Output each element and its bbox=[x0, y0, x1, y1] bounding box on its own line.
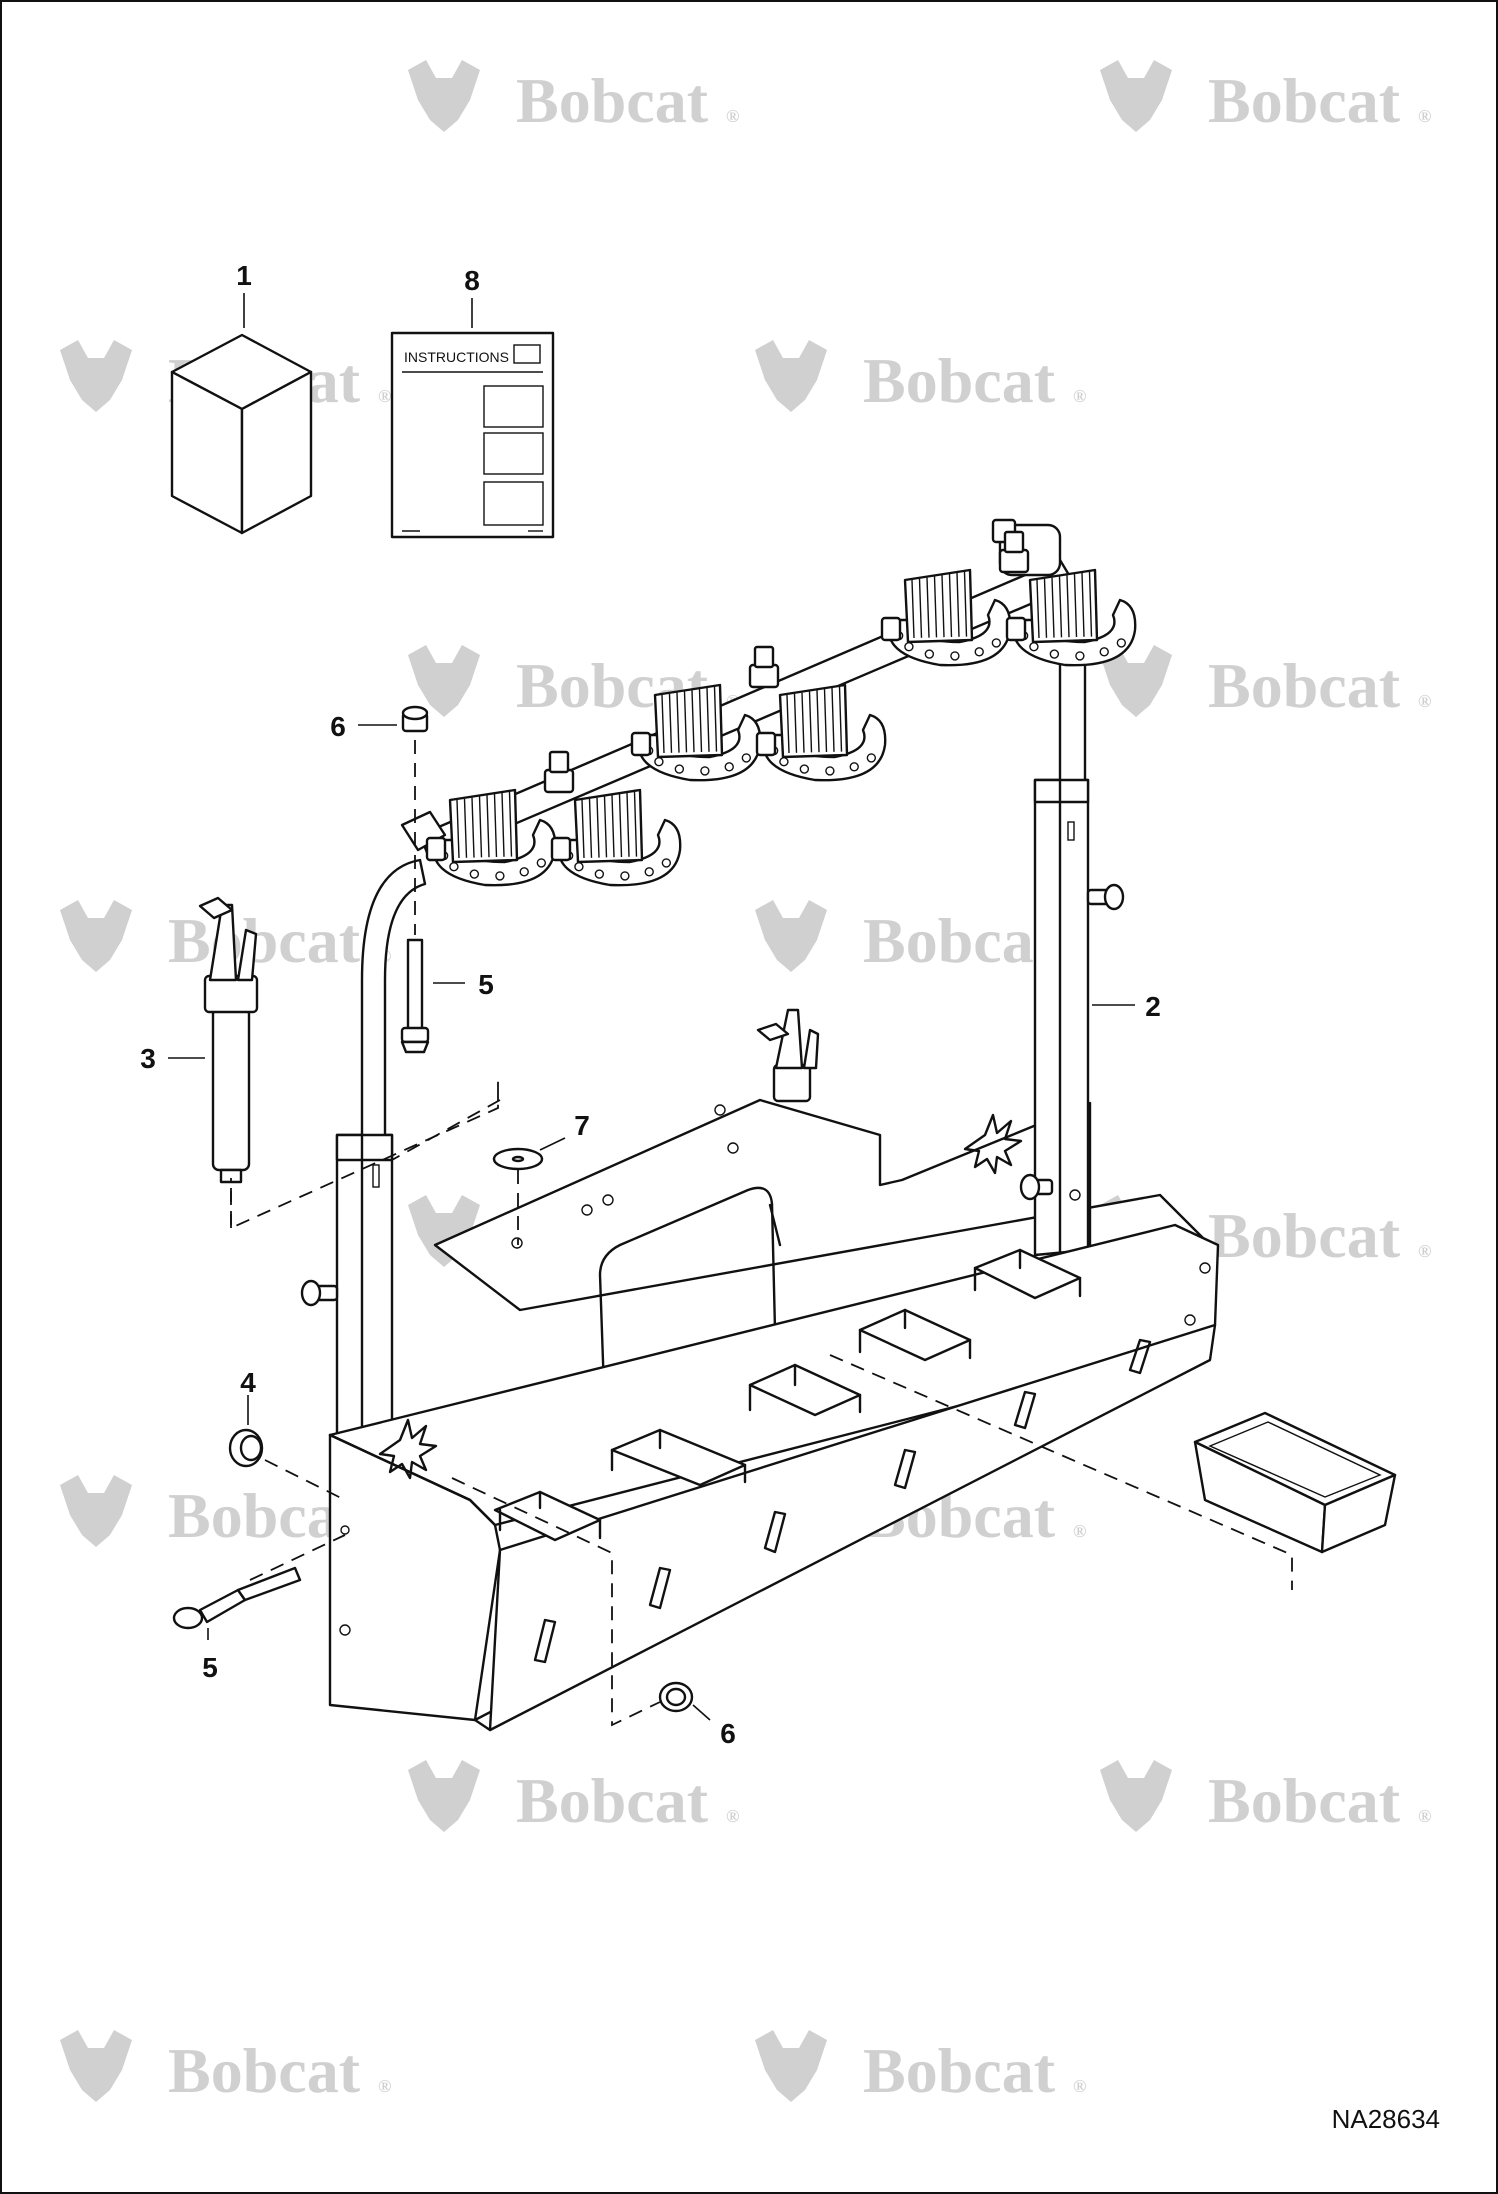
callout-6-bottom: 6 bbox=[720, 1718, 736, 1749]
callout-6-top: 6 bbox=[330, 711, 346, 742]
watermark-tile: Bobcat® bbox=[408, 645, 739, 721]
watermark-brand: Bobcat bbox=[1208, 65, 1401, 136]
watermark-tile: Bobcat ® bbox=[408, 60, 739, 136]
washer-icon bbox=[492, 1147, 544, 1171]
watermark-tile: Bobcat® bbox=[755, 900, 1086, 976]
nut-bottom-icon bbox=[658, 1681, 694, 1713]
bolt-bottom-icon bbox=[172, 1566, 302, 1630]
tool-clamp-pair bbox=[880, 530, 1137, 667]
watermark-brand: Bobcat bbox=[516, 65, 709, 136]
watermark-brand: Bobcat bbox=[168, 905, 361, 976]
rack-frame bbox=[300, 658, 1220, 1732]
watermark-brand: Bobcat bbox=[1208, 650, 1401, 721]
drawing-number: NA28634 bbox=[1332, 2104, 1440, 2134]
watermark-registered-mark: ® bbox=[1418, 106, 1431, 126]
callout-1: 1 bbox=[236, 260, 252, 291]
assembly-lines bbox=[230, 740, 1293, 1727]
callout-labels: 1 8 6 5 3 2 7 4 5 6 bbox=[140, 260, 1161, 1749]
watermark-registered-mark: ® bbox=[1073, 386, 1086, 406]
tool-clamp bbox=[630, 683, 762, 782]
bobcat-logo-icon bbox=[1100, 1760, 1172, 1832]
holder-clip-icon bbox=[198, 896, 259, 1184]
watermark-tile: Bobcat ® bbox=[408, 1760, 739, 1836]
watermark-registered-mark: ® bbox=[726, 1806, 739, 1826]
bobcat-logo-icon bbox=[60, 2030, 132, 2102]
tool-clamp bbox=[425, 788, 557, 887]
watermark-registered-mark: ® bbox=[1418, 1241, 1431, 1261]
watermark-tile: Bobcat ® bbox=[60, 2030, 391, 2106]
watermark-registered-mark: ® bbox=[1418, 691, 1431, 711]
bobcat-logo-icon bbox=[408, 1760, 480, 1832]
bobcat-logo-icon bbox=[60, 340, 132, 412]
tool-clamp bbox=[1005, 568, 1137, 667]
watermark-registered-mark: ® bbox=[378, 2076, 391, 2096]
callout-3: 3 bbox=[140, 1043, 156, 1074]
rear-holder-clip-icon bbox=[756, 1008, 820, 1103]
callout-7: 7 bbox=[574, 1110, 590, 1141]
callout-5-bottom: 5 bbox=[202, 1652, 218, 1683]
bobcat-logo-icon bbox=[755, 2030, 827, 2102]
bobcat-logo-icon bbox=[755, 900, 827, 972]
bobcat-logo-icon bbox=[755, 340, 827, 412]
watermark-brand: Bobcat bbox=[516, 1765, 709, 1836]
watermark-tile: Bobcat ® bbox=[755, 340, 1086, 416]
watermark-registered-mark: ® bbox=[1418, 1806, 1431, 1826]
callout-2: 2 bbox=[1145, 991, 1161, 1022]
instruction-sheet-icon bbox=[390, 331, 555, 539]
nut-top-icon bbox=[401, 705, 429, 733]
watermark-brand: Bobcat bbox=[863, 345, 1056, 416]
watermark-tile: Bobcat ® bbox=[1100, 1760, 1431, 1836]
watermark-registered-mark: ® bbox=[726, 106, 739, 126]
watermark-registered-mark: ® bbox=[1073, 2076, 1086, 2096]
watermark-brand: Bobcat bbox=[863, 2035, 1056, 2106]
bobcat-logo-icon bbox=[408, 1195, 480, 1267]
bolt-top-icon bbox=[400, 938, 430, 1054]
tool-clamp bbox=[880, 568, 1012, 667]
bobcat-logo-icon bbox=[60, 900, 132, 972]
plug-icon bbox=[228, 1428, 264, 1468]
callout-8: 8 bbox=[464, 265, 480, 296]
watermark-tile: Bobcat ® bbox=[755, 2030, 1086, 2106]
bobcat-logo-icon bbox=[408, 645, 480, 717]
watermark-tile: Bobcat ® bbox=[1100, 645, 1431, 721]
watermark-tile: Bobcat® bbox=[60, 900, 391, 976]
tool-clamp-layer bbox=[425, 530, 1137, 887]
watermark-registered-mark: ® bbox=[1073, 1521, 1086, 1541]
watermark-tile: Bobcat ® bbox=[1100, 60, 1431, 136]
kit-box-icon bbox=[170, 333, 313, 535]
callout-5-top: 5 bbox=[478, 969, 494, 1000]
callout-4: 4 bbox=[240, 1367, 256, 1398]
bobcat-logo-icon bbox=[1100, 60, 1172, 132]
watermark-brand: Bobcat bbox=[1208, 1200, 1401, 1271]
tool-clamp bbox=[755, 683, 887, 782]
tool-clamp-pair bbox=[630, 645, 887, 782]
loose-tray-pocket-icon bbox=[1193, 1411, 1397, 1554]
watermark-registered-mark: ® bbox=[378, 386, 391, 406]
tool-clamp bbox=[550, 788, 682, 887]
watermark-brand: Bobcat bbox=[168, 2035, 361, 2106]
bobcat-logo-icon bbox=[1100, 645, 1172, 717]
bobcat-logo-icon bbox=[408, 60, 480, 132]
bobcat-logo-icon bbox=[60, 1475, 132, 1547]
instructions-header: INSTRUCTIONS bbox=[404, 349, 509, 365]
watermark-brand: Bobcat bbox=[863, 905, 1056, 976]
tool-clamp-pair bbox=[425, 750, 682, 887]
watermark-brand: Bobcat bbox=[1208, 1765, 1401, 1836]
